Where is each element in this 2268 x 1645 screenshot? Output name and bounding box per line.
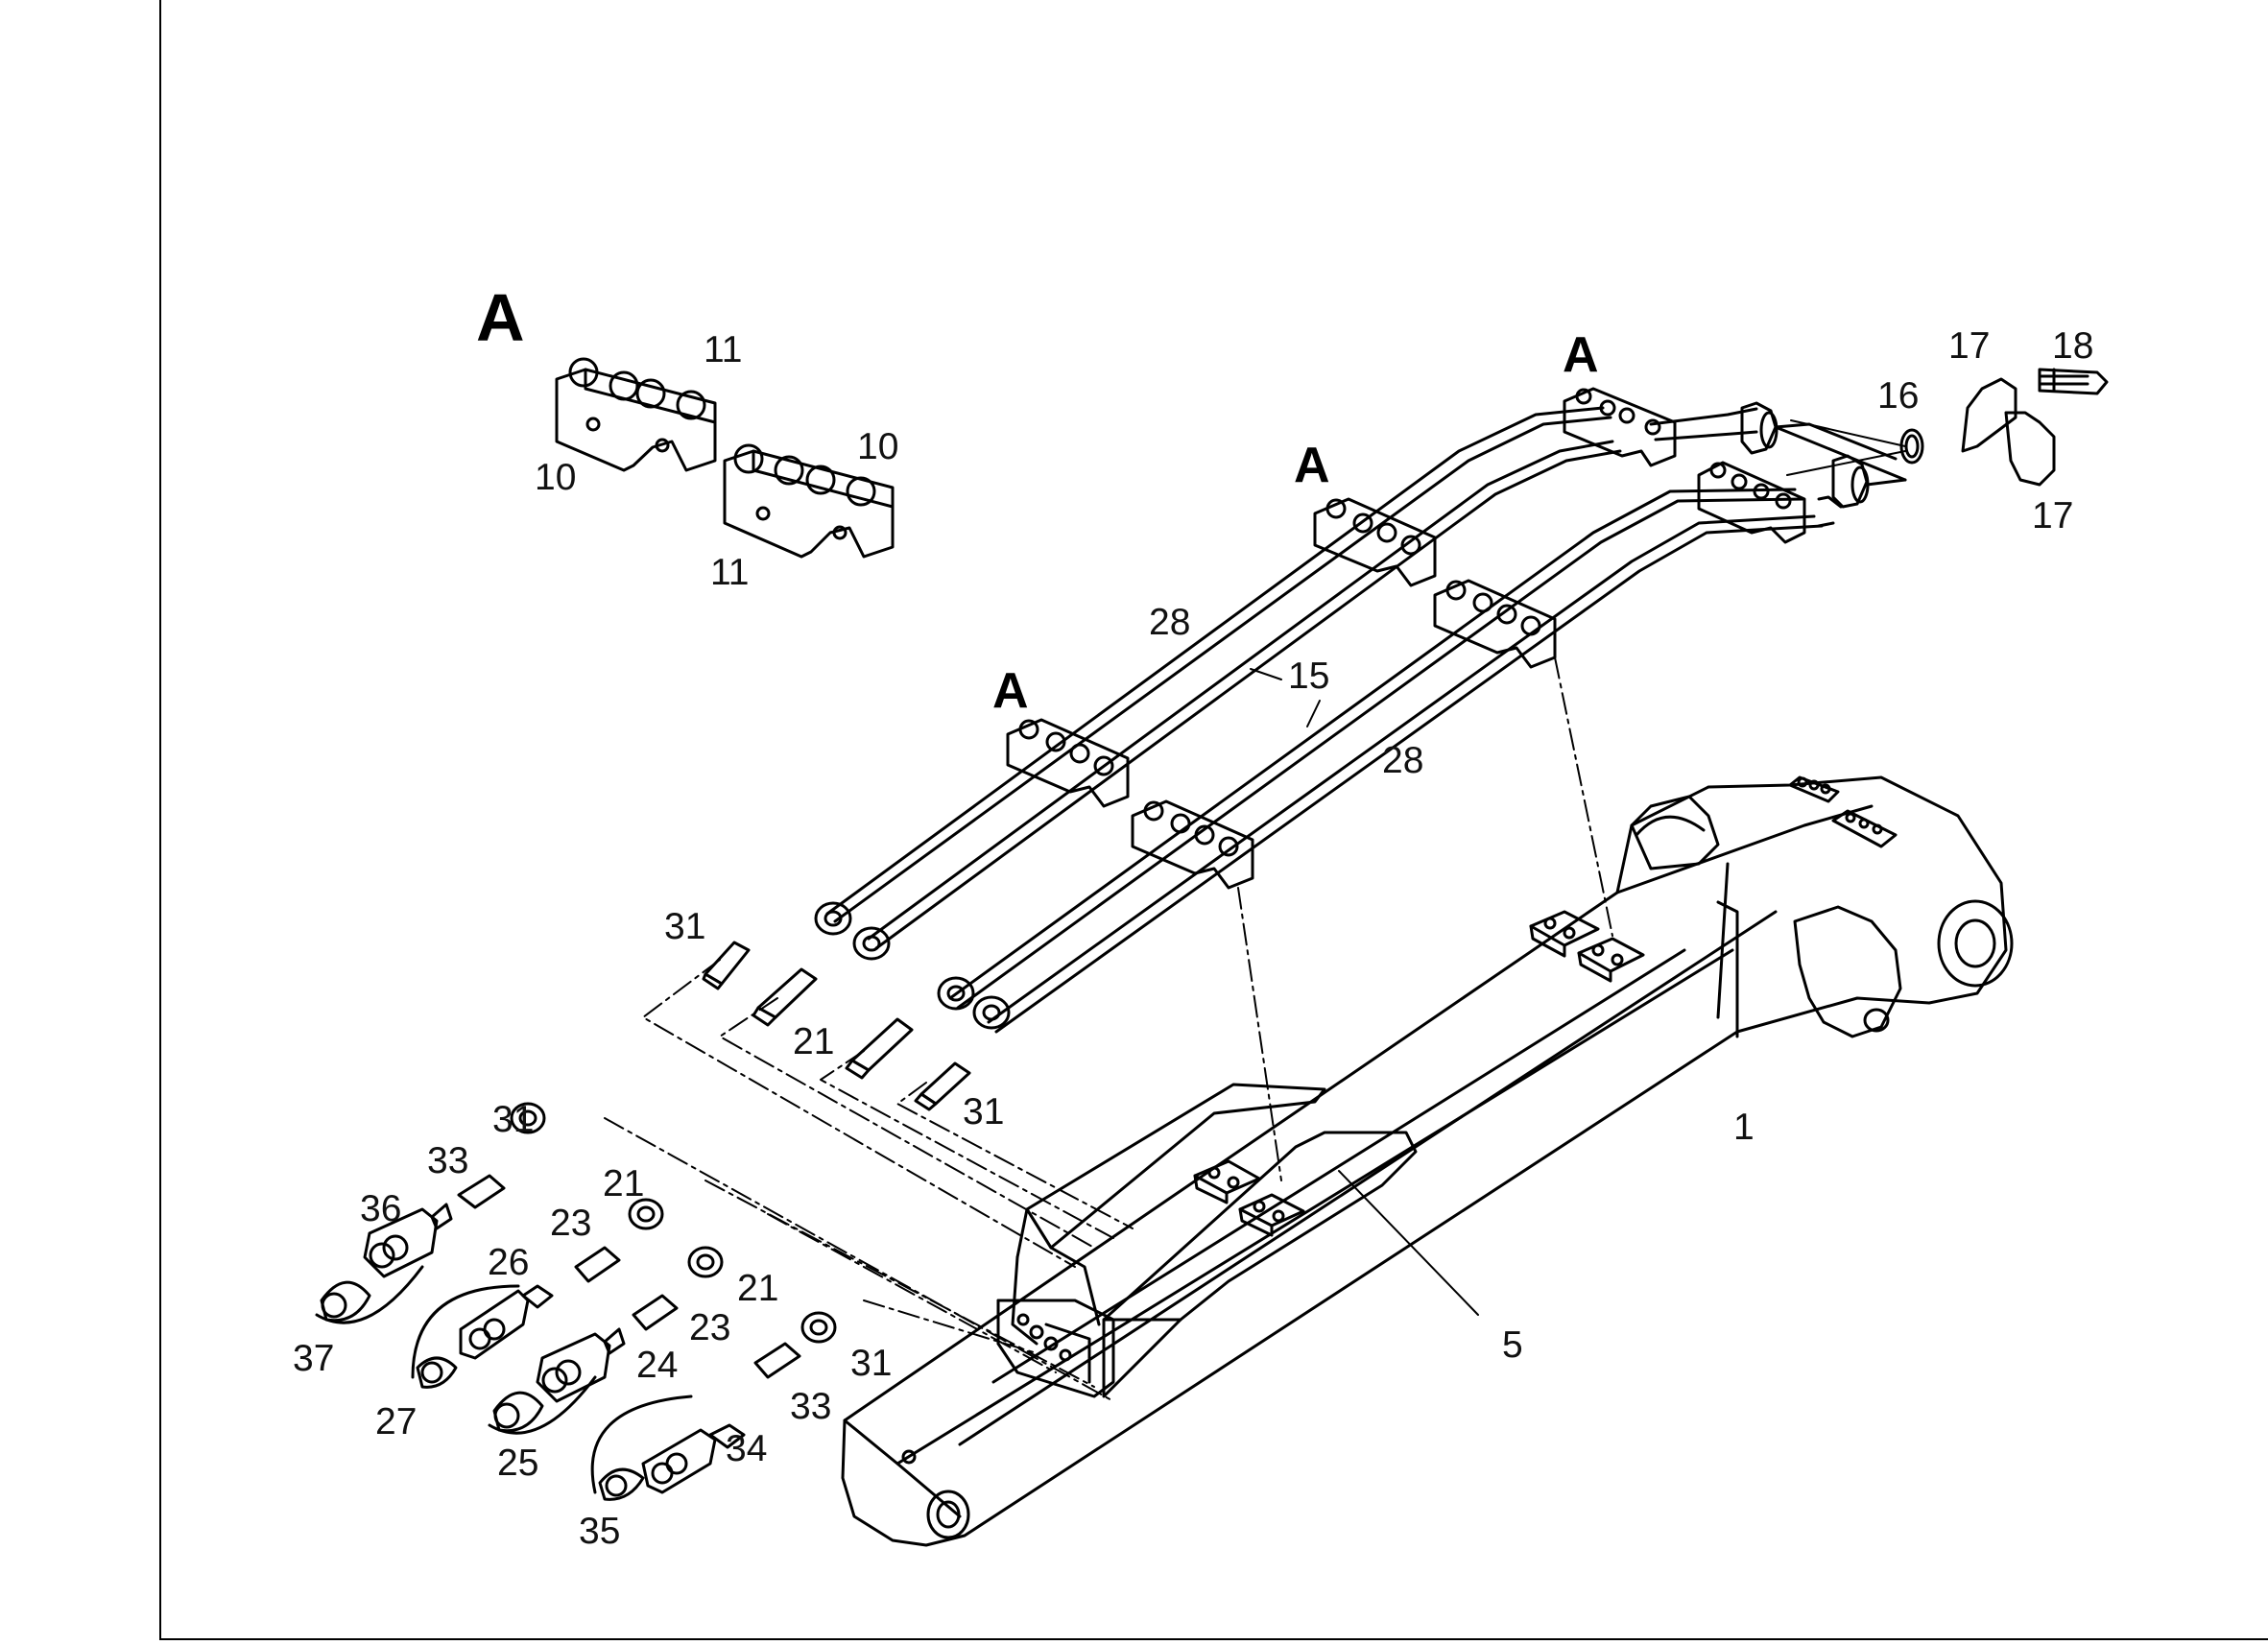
- pipe-clamps-mounted: [1006, 387, 1806, 890]
- callout-28: 28: [1382, 740, 1424, 781]
- detail-label-a-middle: A: [1294, 438, 1330, 493]
- callout-21: 21: [737, 1268, 779, 1309]
- callout-36: 36: [360, 1188, 402, 1229]
- callout-31: 31: [963, 1091, 1005, 1132]
- callout-31: 31: [850, 1343, 893, 1384]
- flange-half-clamps: [1899, 368, 2109, 487]
- callout-10: 10: [857, 426, 899, 467]
- pipe-end-nuts: [814, 901, 1011, 1030]
- cylinder-guard: [1011, 1083, 1418, 1398]
- callout-31: 31: [664, 906, 706, 947]
- callout-16: 16: [1877, 375, 1920, 417]
- callout-15: 15: [1288, 656, 1330, 697]
- detail-label-a-upper: A: [1563, 327, 1599, 383]
- callout-26: 26: [488, 1242, 530, 1283]
- callout-33: 33: [790, 1386, 832, 1427]
- callout-1: 1: [1733, 1107, 1755, 1148]
- callout-17: 17: [2032, 495, 2074, 536]
- boom-arm: [841, 775, 2014, 1547]
- callout-17: 17: [1948, 325, 1991, 367]
- quick-coupler-set: [315, 1102, 837, 1501]
- callout-11: 11: [704, 329, 743, 370]
- callout-25: 25: [497, 1442, 539, 1484]
- adapter-fittings: [702, 941, 971, 1111]
- callout-5: 5: [1502, 1324, 1523, 1366]
- callout-18: 18: [2052, 325, 2094, 367]
- callout-34: 34: [726, 1428, 768, 1469]
- callout-leaders: [1250, 419, 1906, 1316]
- boom-tip-plates: [1788, 775, 1898, 848]
- callout-24: 24: [636, 1345, 679, 1386]
- callout-37: 37: [293, 1338, 335, 1379]
- callout-23: 23: [550, 1203, 592, 1244]
- callout-23: 23: [689, 1307, 731, 1348]
- callout-10: 10: [535, 457, 577, 498]
- detail-a-clamps: [555, 357, 895, 559]
- detail-label-a-lower: A: [992, 663, 1029, 719]
- callout-28: 28: [1149, 602, 1191, 643]
- callout-35: 35: [579, 1511, 621, 1552]
- hydraulic-pipes: [825, 406, 1843, 1034]
- callout-31: 31: [492, 1099, 535, 1140]
- boom-mounting-pads: [1193, 910, 1645, 1237]
- callout-33: 33: [427, 1140, 469, 1181]
- detail-label-a-large: A: [476, 280, 525, 355]
- routing-leaders: [604, 656, 1613, 1402]
- callout-27: 27: [375, 1401, 418, 1442]
- drawing-frame: [159, 0, 2268, 1640]
- callout-21: 21: [793, 1021, 835, 1062]
- callout-21: 21: [603, 1163, 645, 1204]
- callout-11: 11: [710, 552, 750, 593]
